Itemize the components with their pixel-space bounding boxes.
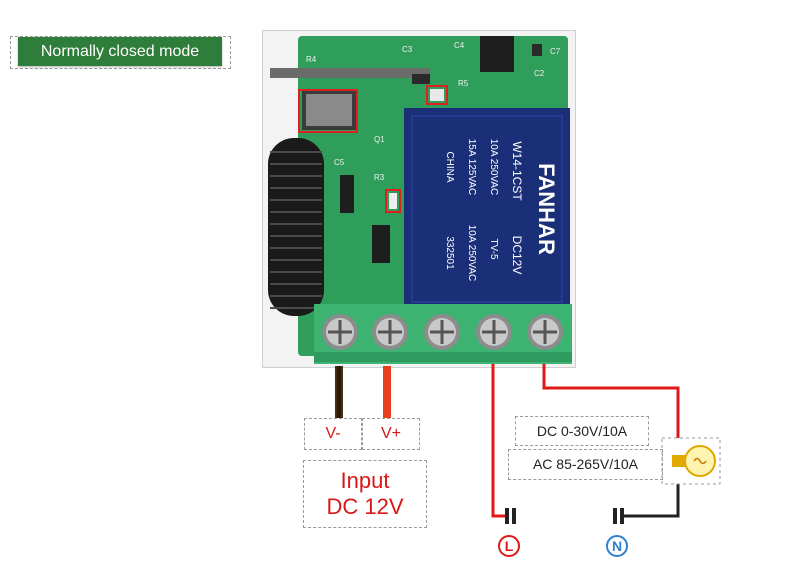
antenna-coil [268,138,324,316]
neutral-symbol: N [606,535,628,557]
live-plug [505,508,516,524]
silk-q1: Q1 [374,135,385,144]
relay-model: W14-1CST [510,141,524,201]
relay-rating-2: 15A 125VAC [466,139,477,196]
terminal-screw [476,314,512,350]
ac-spec-label: AC 85-265V/10A [508,449,663,480]
relay-code: 332501 [444,236,455,270]
led-top [430,89,444,101]
silk-r3: R3 [374,173,385,182]
smd-2 [532,44,542,56]
silk-c7: C7 [550,47,561,56]
terminal-block [314,304,572,364]
relay: FANHAR W14-1CST DC12V 10A 250VAC TV-5 15… [404,108,570,310]
mode-badge: Normally closed mode [18,37,222,66]
neutral-plug [613,508,624,524]
silk-c4: C4 [454,41,465,50]
relay-brand: FANHAR [534,163,559,255]
wire-v-plus [383,366,391,418]
relay-rating-1: 10A 250VAC [488,139,499,196]
svg-text:L: L [505,538,514,554]
input-line-1: Input [340,468,390,493]
relay-cert: TV-5 [488,238,499,260]
silk-c5: C5 [334,158,345,167]
terminal-screw [322,314,358,350]
relay-coil: DC12V [510,236,524,275]
highlight-led-side [385,189,401,213]
silk-c3: C3 [402,45,413,54]
dc-spec-label: DC 0-30V/10A [515,416,649,446]
wire-to-lamp [542,364,680,438]
smd-1 [412,74,430,84]
relay-origin: CHINA [444,151,455,182]
module-edge [270,68,430,78]
svg-text:N: N [612,538,622,554]
terminal-screw [372,314,408,350]
highlight-led-top [426,85,448,105]
highlight-chip [298,89,358,133]
relay-rating-3: 10A 250VAC [466,225,477,282]
silk-r4: R4 [306,55,317,64]
mode-badge-outline [10,36,231,69]
input-line-2: DC 12V [326,494,404,519]
transistor [340,175,354,213]
v-plus-label: V+ [362,418,420,450]
input-spec-label: Input DC 12V [303,460,427,528]
wire-live [491,364,505,518]
v-minus-label: V- [304,418,362,450]
terminal-screw [424,314,460,350]
silk-c2: C2 [534,69,545,78]
silk-r5: R5 [458,79,469,88]
terminal-screw [527,314,563,350]
chip-tl-face [306,94,352,126]
diode [372,225,390,263]
lamp-icon [661,437,721,485]
regulator-chip [480,36,514,72]
relay-board: R4 C3 C4 R5 C7 C5 R3 Q1 C2 FANHAR W14-1C… [268,36,572,364]
led-side [389,193,397,209]
wire-neutral [622,484,680,518]
live-symbol: L [498,535,520,557]
